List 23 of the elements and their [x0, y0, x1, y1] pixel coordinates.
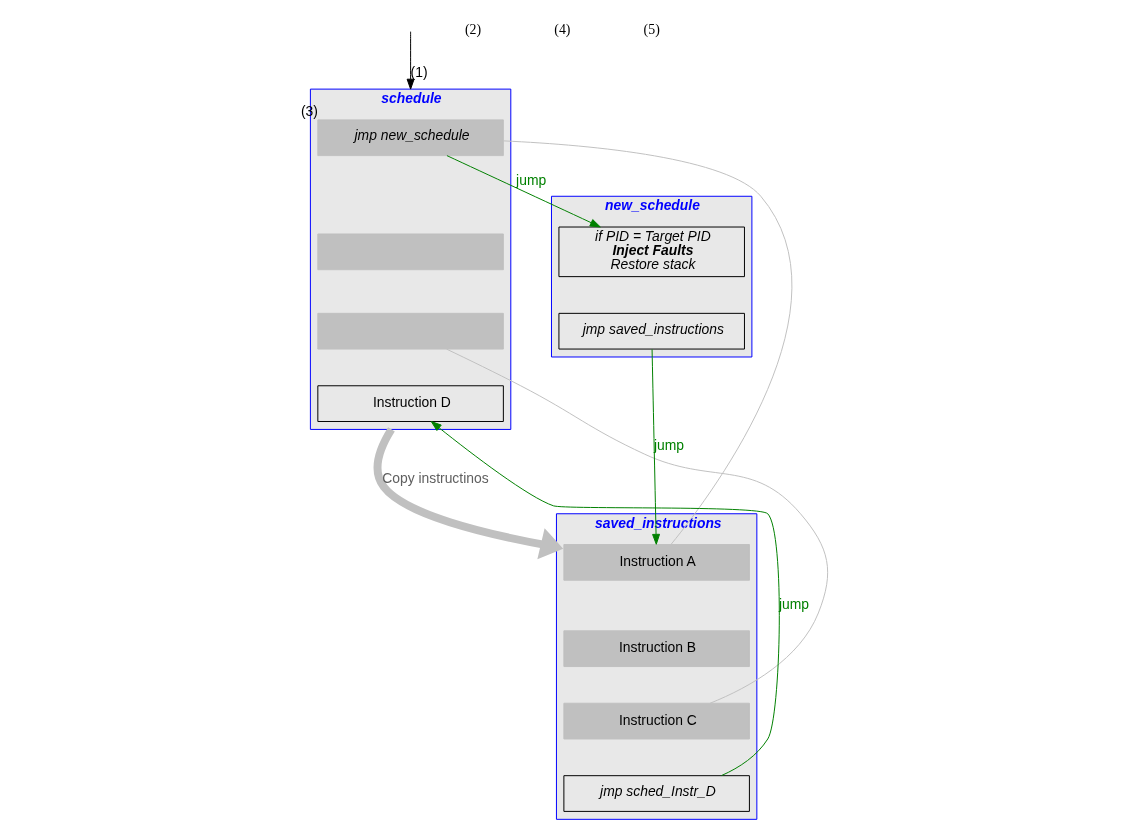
node-box: Instruction B	[563, 630, 750, 668]
arrow	[446, 155, 601, 228]
label: (5)	[643, 22, 660, 38]
node-box: jmp saved_instructions	[558, 312, 745, 350]
arrow	[430, 421, 780, 777]
arrow	[406, 31, 415, 90]
label: (4)	[554, 22, 571, 38]
node-box: jmp sched_Instr_D	[563, 775, 750, 812]
label: (2)	[465, 22, 482, 38]
node-box	[317, 312, 504, 350]
node-box: Instruction C	[563, 702, 750, 740]
node-box: jmp new_schedule	[317, 119, 504, 157]
node-box: Instruction D	[317, 385, 504, 422]
connector	[503, 140, 793, 545]
connector	[446, 348, 829, 704]
node-box: Instruction A	[563, 544, 750, 581]
node-box: if PID = Target PID Inject Faults Restore stack	[558, 226, 745, 278]
arrow	[373, 427, 564, 560]
edge-label: Copy instructinos	[382, 470, 489, 487]
arrow	[651, 348, 661, 545]
edge-label: (1)	[410, 64, 428, 81]
edge-label: jump	[516, 171, 547, 188]
node-box	[317, 233, 504, 271]
